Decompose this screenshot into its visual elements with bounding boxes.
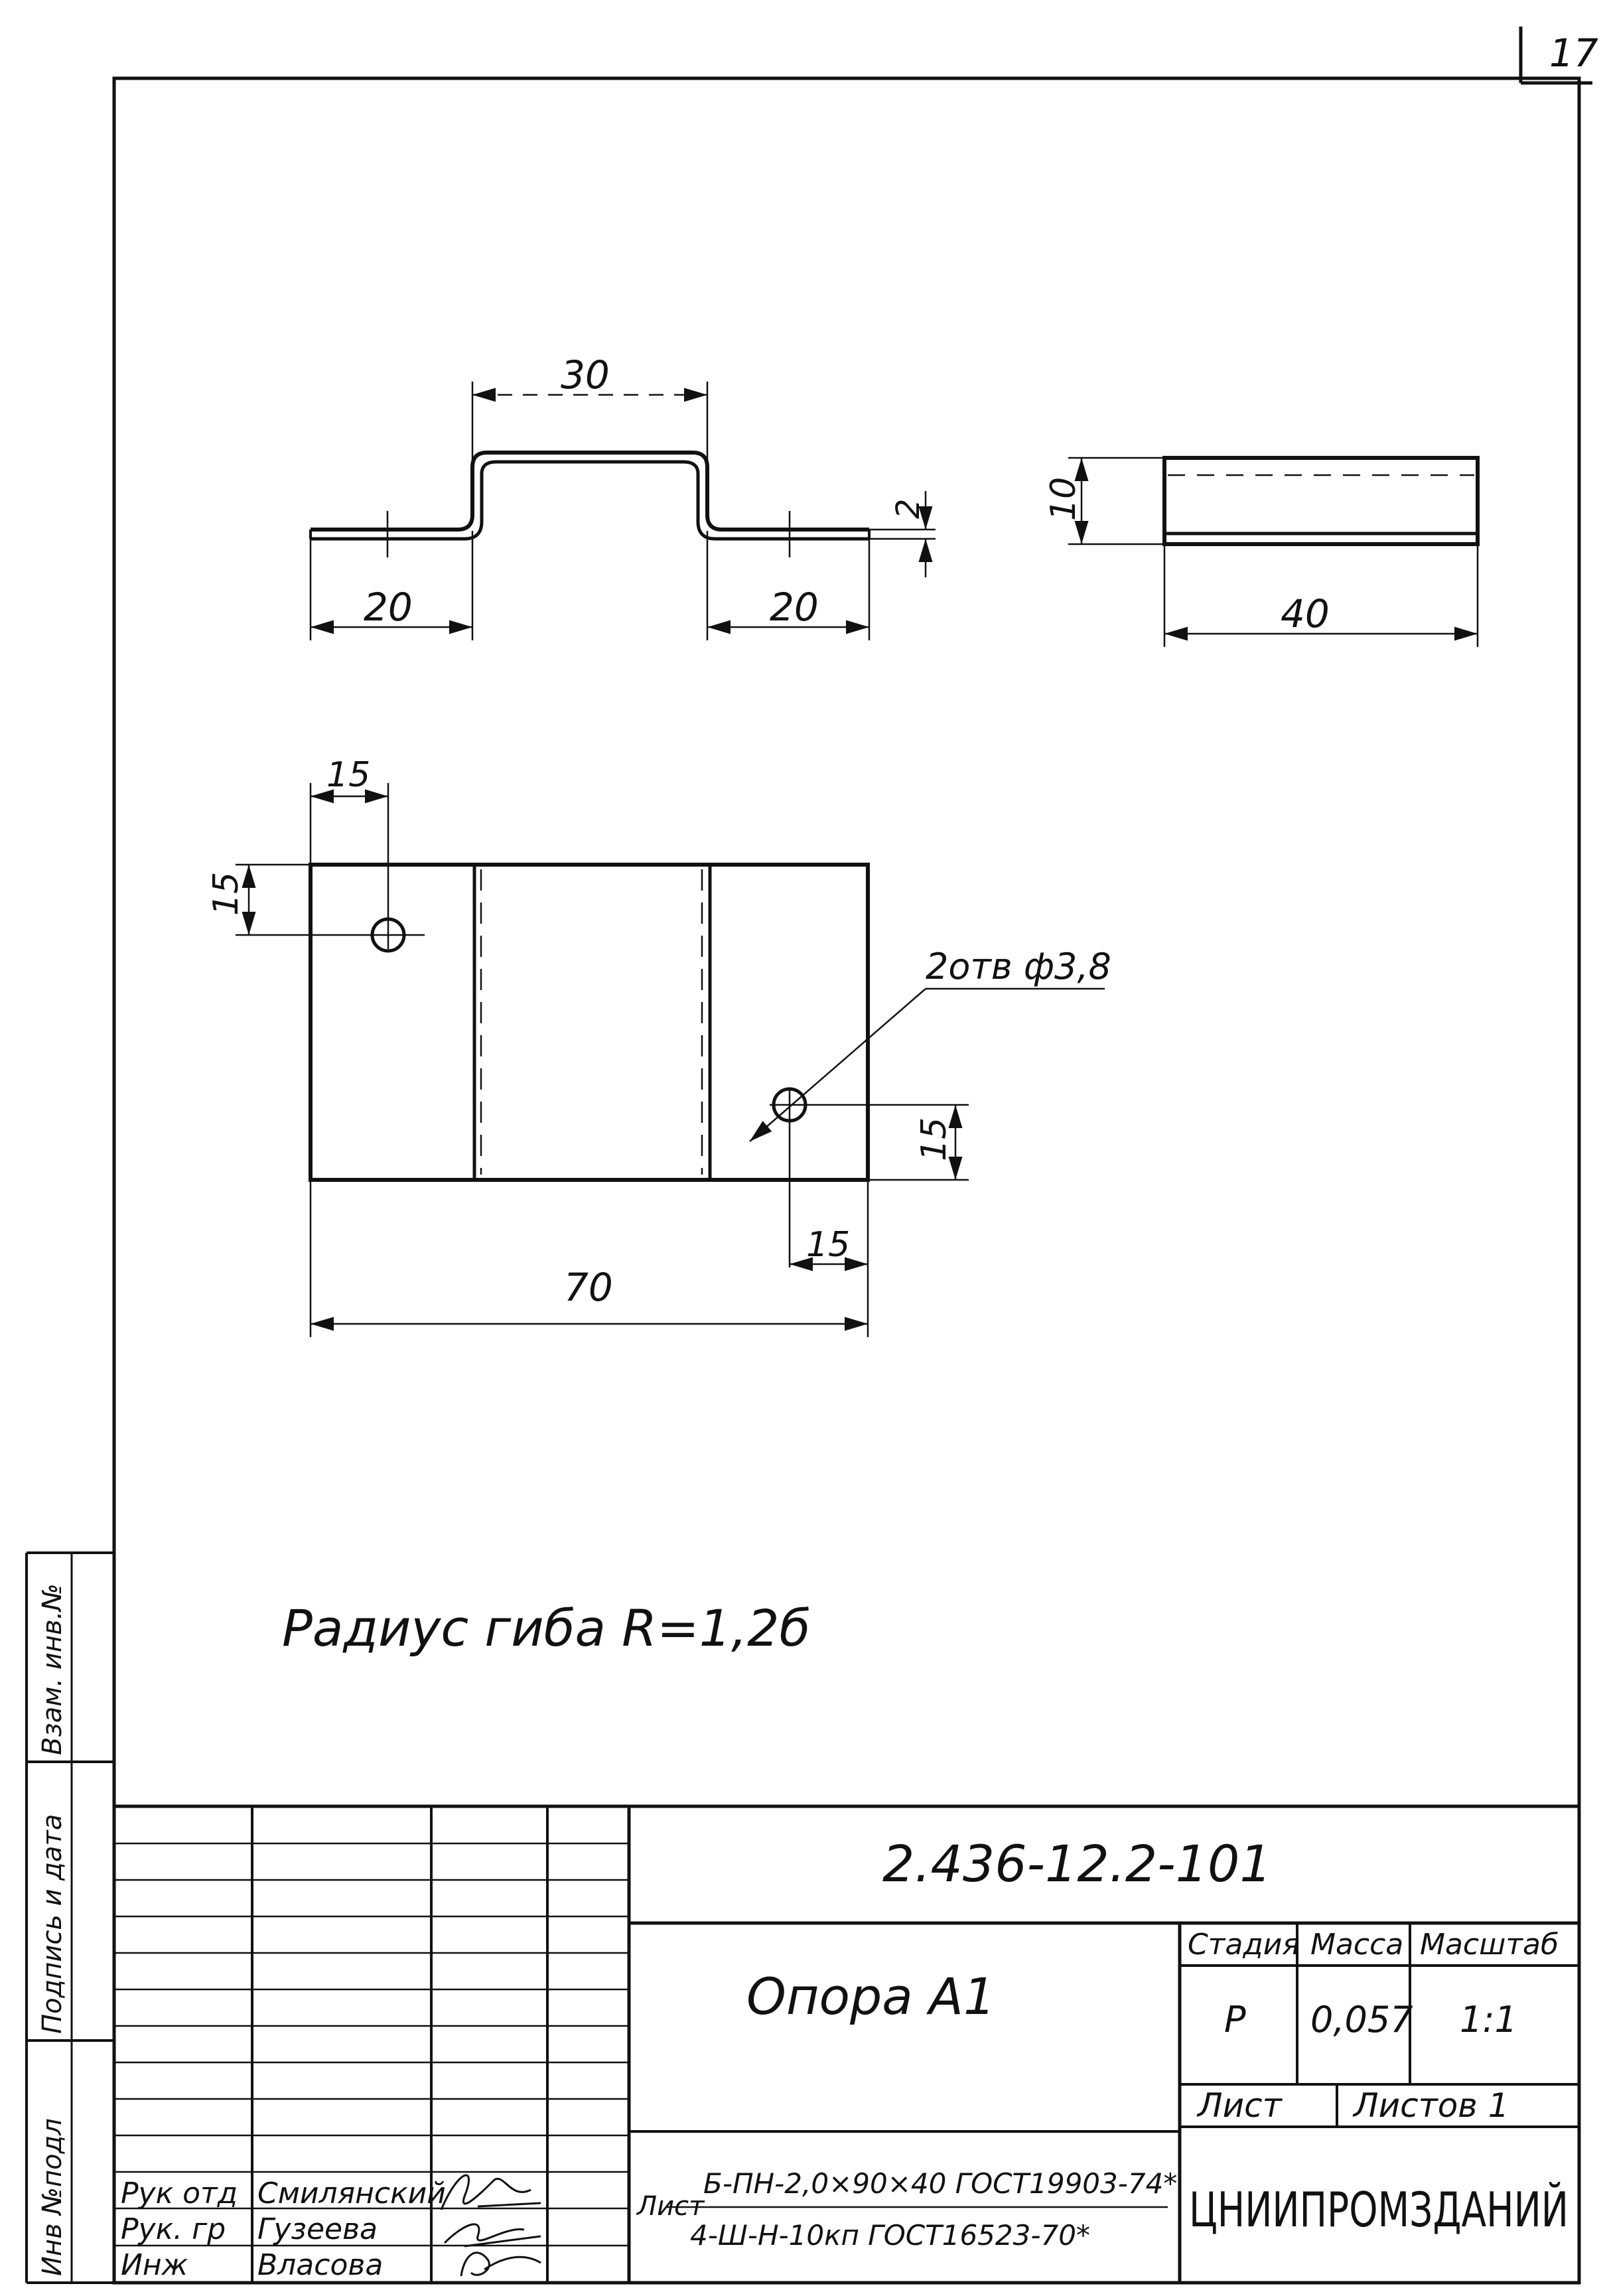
stage-value: Р [1224,1999,1246,2041]
stage-header: Стадия [1188,1928,1300,1962]
dim-hole-offset-x: 15 [326,755,370,795]
material-prefix: Лист [636,2191,705,2222]
dim-length-40: 40 [1281,591,1330,636]
sheet-frame [112,76,1581,2285]
signature-3 [460,2252,541,2277]
dim-total-70: 70 [564,1265,613,1310]
material-top: Б-ПН-2,0×90×40 ГОСТ19903-74* [703,2167,1177,2200]
dim-right-20: 20 [770,585,819,630]
profile-inner [311,460,869,541]
sheet-label: Лист [1196,2086,1283,2125]
strip-label-podpis: Подпись и дата [37,1814,68,2034]
signature-2 [443,2223,541,2248]
left-stamp-strip: Взам. инв.№ Подпись и дата Инв №подл [25,1551,114,2284]
plan-view: 15 15 2отв ф3,8 15 15 70 [206,755,1111,1337]
scale-header: Масштаб [1420,1928,1559,1962]
side-view: 30 20 20 2 [309,352,936,640]
role-2: Рук. гр [121,2212,226,2246]
strip-label-inv: Инв №подл [37,2118,68,2276]
organization: ЦНИИПРОМЗДАНИЙ [1189,2182,1569,2238]
dim-left-20: 20 [364,585,413,630]
hole-callout: 2отв ф3,8 [926,946,1111,987]
name-2: Гузеева [257,2212,378,2246]
mass-value: 0,057 [1310,1999,1413,2041]
dim-top-30: 30 [561,352,610,397]
profile-outer [311,451,869,532]
name-1: Смилянский [257,2177,446,2210]
material-bottom: 4-Ш-Н-10кп ГОСТ16523-70* [690,2219,1090,2252]
role-3: Инж [121,2248,188,2282]
dim-right-y-15: 15 [914,1117,954,1161]
strip-label-vzam: Взам. инв.№ [37,1583,68,1755]
dim-hole-offset-y: 15 [206,872,246,916]
signature-1 [440,2174,541,2210]
dim-right-x-15: 15 [806,1225,850,1265]
mass-header: Масса [1310,1928,1403,1962]
bend-radius-note: Радиус гиба R=1,2б [282,1599,810,1658]
title-block: 2.436-12.2-101 Опора А1 Стадия Масса Мас… [114,1804,1579,2283]
end-view: 10 40 [1044,456,1480,647]
scale-value: 1:1 [1460,1999,1517,2041]
role-1: Рук отд [121,2177,238,2210]
sheets-label: Листов 1 [1352,2086,1509,2125]
part-name: Опора А1 [746,1967,995,2026]
drawing-designation: 2.436-12.2-101 [882,1834,1272,1893]
page-number-box: 17 [1519,27,1598,85]
dim-height-10: 10 [1044,477,1083,521]
name-3: Власова [257,2248,383,2282]
dim-thickness-2: 2 [890,498,927,519]
page-number: 17 [1549,31,1598,76]
